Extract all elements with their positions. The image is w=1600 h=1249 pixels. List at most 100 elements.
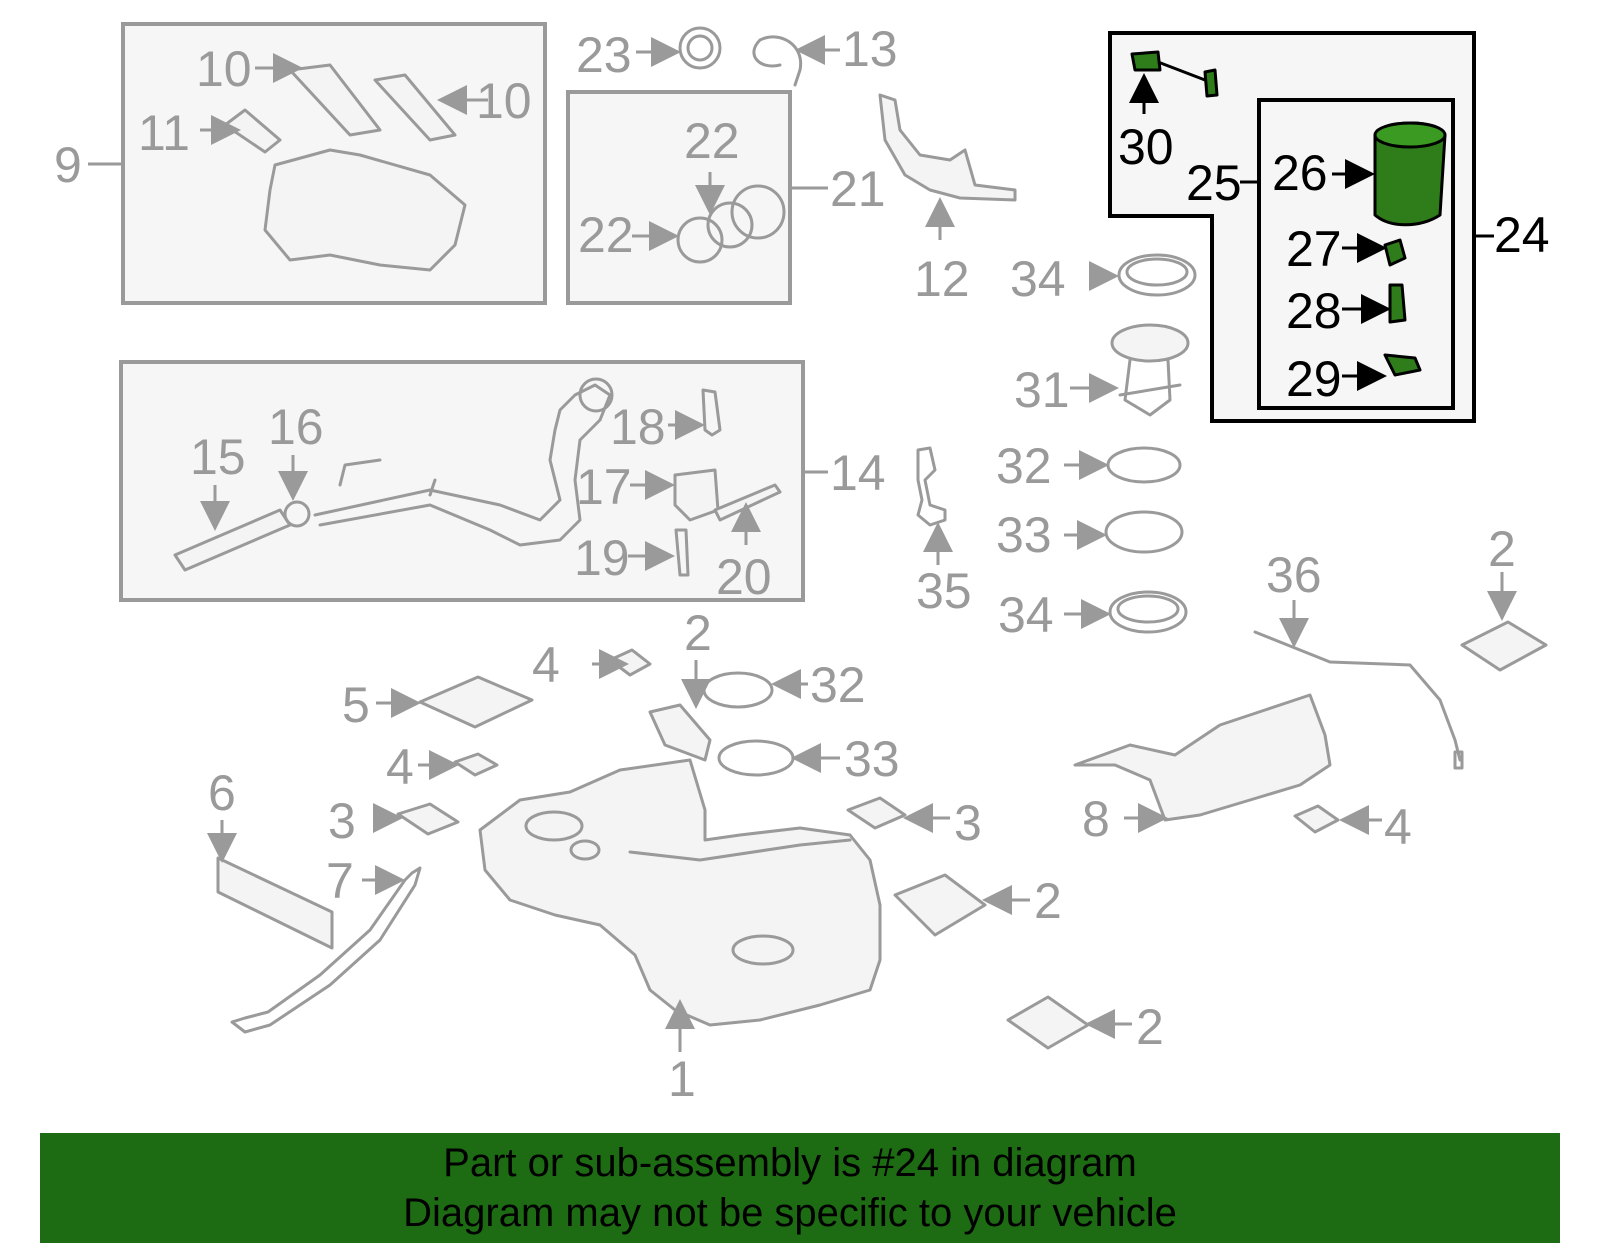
callout-23: 23 — [576, 27, 632, 83]
callout-2a: 2 — [1488, 521, 1516, 577]
callout-27: 27 — [1286, 221, 1342, 277]
callout-13: 13 — [842, 21, 898, 77]
callout-17: 17 — [576, 459, 632, 515]
callout-4a: 4 — [532, 637, 560, 693]
info-banner: Part or sub-assembly is #24 in diagram D… — [40, 1133, 1560, 1243]
pipe-36-end — [1453, 750, 1464, 770]
filter-28[interactable] — [1388, 283, 1407, 324]
callout-15: 15 — [190, 429, 246, 485]
cap-22c — [730, 184, 786, 240]
callout-10b: 10 — [476, 73, 532, 129]
valve-17 — [673, 468, 720, 522]
callout-34a: 34 — [1010, 251, 1066, 307]
callout-19: 19 — [574, 530, 630, 586]
float-end-30[interactable] — [1203, 68, 1219, 98]
float-arm-30[interactable] — [1130, 50, 1162, 72]
callout-6: 6 — [208, 765, 236, 821]
callout-2d: 2 — [1136, 999, 1164, 1055]
strip-10a — [288, 63, 382, 137]
callout-24: 24 — [1494, 207, 1550, 263]
strap-7 — [230, 866, 422, 1034]
ring-23 — [678, 26, 722, 70]
callout-32a: 32 — [996, 438, 1052, 494]
heat-shield-12 — [878, 93, 1017, 202]
callout-16: 16 — [268, 399, 324, 455]
group-box-21 — [566, 90, 792, 305]
filler-neck — [578, 377, 614, 413]
leader-arrows-highlight — [1129, 73, 1494, 391]
callout-20: 20 — [716, 549, 772, 605]
callout-33a: 33 — [996, 507, 1052, 563]
banner-line-1: Part or sub-assembly is #24 in diagram — [443, 1141, 1137, 1185]
fuel-tank-1 — [478, 758, 882, 1027]
sender-31 — [1118, 358, 1182, 417]
callout-26: 26 — [1272, 145, 1328, 201]
callout-4c: 4 — [1384, 799, 1412, 855]
seal-33b — [717, 739, 795, 777]
filler-pipe — [313, 383, 612, 547]
callout-25: 25 — [1186, 155, 1242, 211]
pump-top-26 — [1373, 121, 1447, 149]
callout-34b: 34 — [998, 587, 1054, 643]
float-rod-30 — [1157, 60, 1206, 82]
seal-33a — [1104, 510, 1184, 554]
callout-18: 18 — [610, 399, 666, 455]
pipe-36 — [1253, 630, 1462, 762]
callout-35: 35 — [916, 563, 972, 619]
callout-1: 1 — [668, 1051, 696, 1107]
callout-21: 21 — [830, 161, 886, 217]
heat-shield-8 — [1073, 693, 1332, 822]
leader-arrows — [88, 35, 1517, 1052]
lock-ring-34a-inner — [1125, 257, 1189, 287]
callout-2b: 2 — [684, 605, 712, 661]
pad-2d — [1006, 995, 1090, 1050]
clamp-16 — [283, 500, 311, 528]
callout-22a: 22 — [684, 113, 740, 169]
tank-port-a — [524, 810, 584, 842]
callout-3a: 3 — [328, 793, 356, 849]
tank-port-c — [569, 839, 601, 861]
lock-ring-34b-inner — [1116, 594, 1180, 624]
strainer-27[interactable] — [1383, 238, 1407, 267]
pad-3a — [396, 802, 460, 836]
callout-8: 8 — [1082, 791, 1110, 847]
callout-labels: 23 13 10 10 11 9 22 22 21 12 34 31 32 33… — [54, 21, 1550, 1107]
sensor-35 — [916, 446, 947, 527]
seal-22b — [706, 201, 754, 249]
callout-4b: 4 — [386, 739, 414, 795]
pad-5 — [418, 675, 534, 729]
callout-10a: 10 — [196, 41, 252, 97]
hose-19 — [674, 528, 690, 577]
callout-22b: 22 — [578, 207, 634, 263]
clamp-13 — [752, 35, 803, 87]
pad-6 — [216, 856, 334, 950]
ring-23-inner — [686, 34, 714, 62]
callout-36: 36 — [1266, 547, 1322, 603]
lock-ring-34b — [1108, 590, 1188, 634]
gasket-32b — [702, 671, 774, 709]
gasket-32a — [1106, 446, 1182, 484]
lock-ring-34a — [1117, 253, 1197, 297]
strip-10b — [373, 73, 457, 142]
pad-4c — [1293, 804, 1340, 834]
banner-line-2: Diagram may not be specific to your vehi… — [403, 1191, 1177, 1235]
pad-2b — [648, 703, 712, 762]
callout-29: 29 — [1286, 351, 1342, 407]
callout-2c: 2 — [1034, 873, 1062, 929]
tank-port-b — [731, 934, 795, 966]
filler-pipe-branch — [338, 458, 437, 497]
callout-5: 5 — [342, 677, 370, 733]
pad-2c — [893, 873, 987, 937]
tank-shield-9 — [263, 148, 467, 272]
callout-28: 28 — [1286, 283, 1342, 339]
tank-pipe — [628, 838, 852, 862]
regulator-29[interactable] — [1383, 353, 1422, 377]
callout-3b: 3 — [954, 795, 982, 851]
pad-3b — [846, 796, 907, 830]
callout-7: 7 — [326, 853, 354, 909]
callout-11: 11 — [138, 105, 190, 161]
pad-2a — [1460, 620, 1548, 672]
flange-31 — [1110, 323, 1190, 363]
callout-14: 14 — [830, 445, 886, 501]
